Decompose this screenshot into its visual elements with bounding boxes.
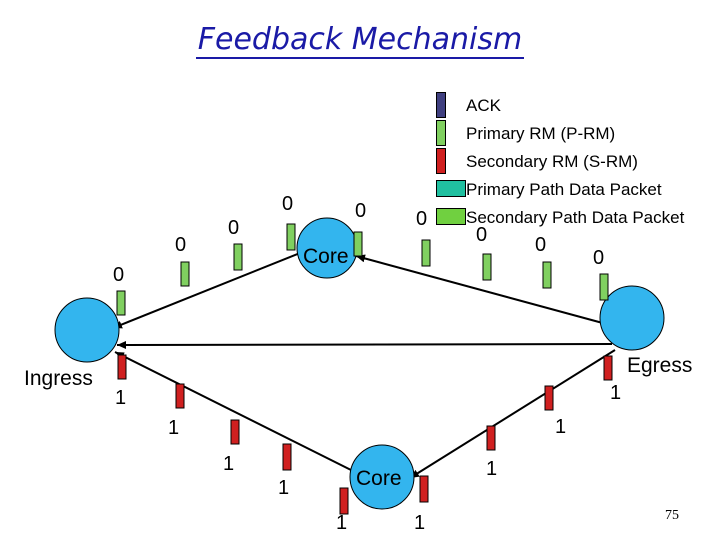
- srm-marker: [419, 475, 429, 503]
- secondary-counter-label: 1: [115, 387, 127, 409]
- egress-node: [599, 285, 665, 351]
- srm-marker: [339, 487, 349, 515]
- legend-label-secondary-data: Secondary Path Data Packet: [466, 208, 685, 227]
- edge-core-top-to-ingress: [112, 244, 321, 329]
- edge-egress-to-ingress: [116, 340, 613, 349]
- srm-marker: [230, 419, 240, 445]
- srm-marker: [486, 425, 496, 451]
- ingress-node: [54, 297, 120, 363]
- prm-swatch: [436, 120, 446, 146]
- primary-counter-label: 0: [476, 224, 488, 246]
- primary-counter-label: 0: [228, 217, 240, 239]
- prm-marker: [353, 231, 363, 257]
- secondary-counter-label: 1: [278, 477, 290, 499]
- ack-swatch: [436, 92, 446, 118]
- core-top-label: Core: [303, 245, 349, 268]
- core-bottom-label: Core: [356, 467, 402, 490]
- secondary-counter-label: 1: [555, 416, 567, 438]
- srm-marker: [282, 443, 292, 471]
- srm-marker: [544, 385, 554, 411]
- secondary-data-swatch: [436, 208, 466, 225]
- srm-marker: [117, 354, 127, 380]
- core-bottom-node: [349, 444, 415, 510]
- page-number: 75: [665, 508, 679, 523]
- secondary-counter-label: 1: [486, 458, 498, 480]
- prm-marker: [116, 290, 126, 316]
- prm-marker: [180, 261, 190, 287]
- slide-title-text: Feedback Mechanism: [195, 22, 525, 59]
- srm-swatch: [436, 148, 446, 174]
- secondary-counter-label: 1: [168, 417, 180, 439]
- prm-marker: [286, 223, 296, 251]
- legend-label-prm: Primary RM (P-RM): [466, 124, 616, 143]
- prm-marker: [421, 239, 431, 267]
- prm-marker: [542, 261, 552, 289]
- primary-data-swatch: [436, 180, 466, 197]
- legend-label-srm: Secondary RM (S-RM): [466, 152, 638, 171]
- primary-counter-label: 0: [535, 234, 547, 256]
- ingress-label: Ingress: [24, 367, 93, 390]
- edge-core-bottom-to-ingress: [114, 351, 368, 479]
- legend-label-primary-data: Primary Path Data Packet: [466, 180, 662, 199]
- primary-counter-label: 0: [175, 234, 187, 256]
- primary-counter-label: 0: [282, 193, 294, 215]
- prm-marker: [233, 243, 243, 271]
- prm-marker: [599, 273, 609, 301]
- slide-title: Feedback Mechanism: [0, 22, 720, 59]
- edge-egress-to-core-top: [355, 254, 611, 326]
- srm-marker: [175, 383, 185, 409]
- egress-label: Egress: [627, 354, 693, 377]
- edge-egress-to-core-bottom: [409, 349, 616, 479]
- srm-marker: [603, 355, 613, 381]
- secondary-counter-label: 1: [223, 453, 235, 475]
- secondary-counter-label: 1: [336, 512, 348, 534]
- legend-label-ack: ACK: [466, 96, 501, 115]
- secondary-counter-label: 1: [414, 512, 426, 534]
- primary-counter-label: 0: [113, 264, 125, 286]
- prm-marker: [482, 253, 492, 281]
- secondary-counter-label: 1: [610, 382, 622, 404]
- primary-counter-label: 0: [593, 247, 605, 269]
- primary-counter-label: 0: [416, 208, 428, 230]
- primary-counter-label: 0: [355, 200, 367, 222]
